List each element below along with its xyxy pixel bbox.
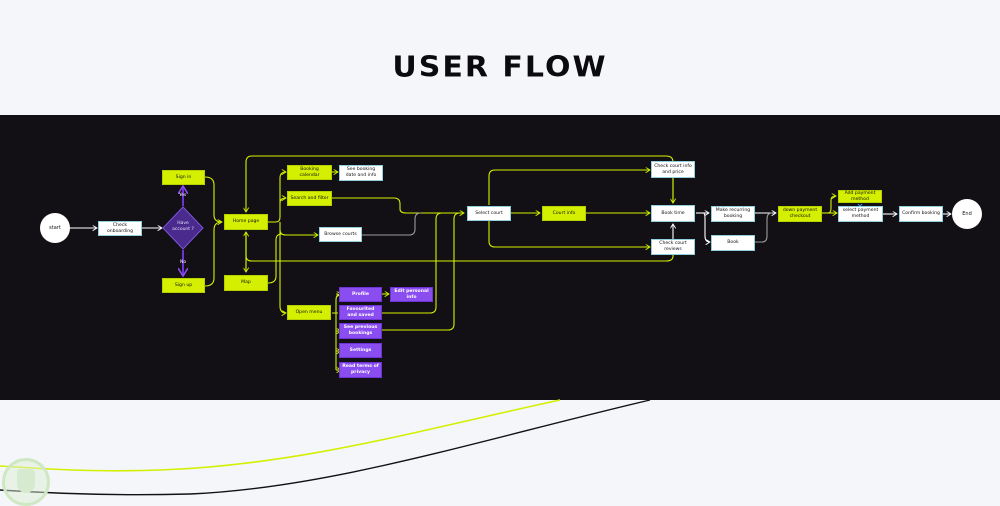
yes-label: Yes bbox=[179, 193, 187, 198]
edge-openmenu-submenu bbox=[332, 293, 338, 371]
have-account-label: Have account ? bbox=[172, 221, 194, 232]
make-recurring-node: Make recurring booking bbox=[711, 206, 755, 222]
edge-top-loop bbox=[246, 155, 674, 212]
page-title: USER FLOW bbox=[392, 50, 608, 85]
edge-book-down bbox=[755, 212, 773, 243]
edge-add-select-link bbox=[857, 203, 863, 206]
start-label: start bbox=[49, 225, 61, 231]
edge-previous-select bbox=[382, 212, 461, 331]
booking-calendar-node: Booking calendar bbox=[287, 165, 332, 180]
edge-signin-home bbox=[204, 176, 222, 222]
watermark-logo bbox=[2, 458, 50, 506]
browse-courts-node: Browse courts bbox=[319, 227, 362, 242]
edit-personal-info-node: Edit personal info bbox=[390, 287, 433, 302]
book-node: Book bbox=[711, 235, 755, 251]
home-page-node: Home page bbox=[224, 214, 268, 230]
edge-home-search bbox=[279, 198, 286, 204]
flow-canvas bbox=[0, 115, 1000, 400]
end-label: End bbox=[962, 211, 972, 217]
edge-home-branches bbox=[268, 172, 286, 223]
search-filter-node: Search and filter bbox=[287, 191, 332, 206]
edge-map-branch bbox=[267, 233, 283, 284]
court-info-node: Court info bbox=[542, 206, 586, 221]
have-account-decision bbox=[162, 206, 204, 250]
edge-down-add bbox=[827, 196, 836, 214]
edge-browse-select bbox=[362, 212, 422, 236]
sign-in-node: Sign in bbox=[162, 170, 205, 185]
edge-select-reviews bbox=[488, 221, 650, 247]
shield-icon bbox=[17, 469, 35, 493]
check-court-reviews-node: Check court reviews bbox=[651, 239, 695, 255]
start-node: start bbox=[40, 213, 70, 243]
select-court-node: Select court bbox=[467, 206, 511, 221]
no-label: No bbox=[180, 260, 187, 265]
edge-signup-home bbox=[204, 221, 223, 287]
edge-search-select bbox=[332, 197, 464, 213]
settings-node: Settings bbox=[339, 343, 382, 358]
edge-home-browse bbox=[279, 229, 318, 235]
open-menu-node: Open menu bbox=[287, 305, 331, 320]
profile-node: Profile bbox=[339, 287, 382, 302]
select-payment-method-node: select payment method bbox=[838, 206, 883, 222]
edge-select-checkinfo bbox=[488, 170, 650, 205]
check-onboarding-node: Check onboarding bbox=[98, 221, 142, 236]
see-booking-date-node: See booking date and info bbox=[339, 165, 383, 181]
read-terms-node: Read terms of privacy bbox=[339, 362, 382, 378]
map-node: Map bbox=[224, 275, 268, 291]
check-court-info-price-node: Check court info and price bbox=[651, 161, 695, 178]
sign-up-node: Sign up bbox=[162, 278, 205, 293]
decorative-curve-lime bbox=[0, 399, 561, 472]
favourited-saved-node: Favourited and saved bbox=[339, 305, 382, 320]
edge-home-openmenu bbox=[279, 222, 286, 313]
book-time-node: Book time bbox=[651, 205, 695, 222]
end-node: End bbox=[952, 199, 982, 229]
edge-favourites-select bbox=[382, 212, 443, 314]
see-previous-bookings-node: See previous bookings bbox=[339, 323, 382, 339]
confirm-booking-node: Confirm booking bbox=[899, 206, 943, 222]
down-payment-node: down payment checkout bbox=[778, 206, 822, 222]
edge-bottom-loop bbox=[245, 232, 674, 262]
add-payment-method-node: Add payment method bbox=[838, 190, 882, 203]
edge-booktime-book bbox=[702, 212, 710, 242]
decorative-curve-black bbox=[0, 399, 651, 496]
